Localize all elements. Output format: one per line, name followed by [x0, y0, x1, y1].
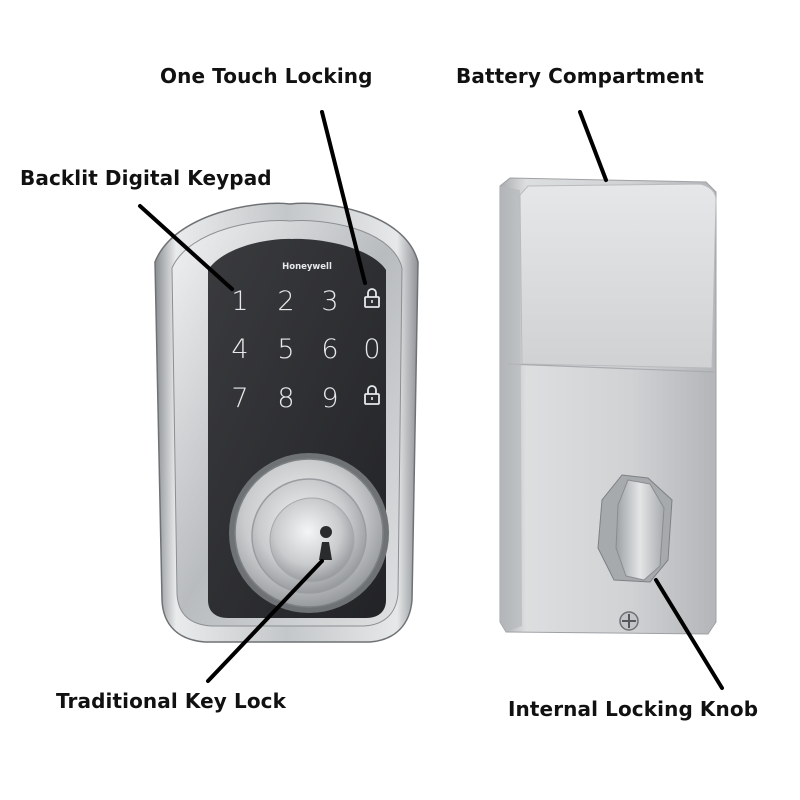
- leader-backlit: [138, 204, 234, 291]
- internal-locking-knob[interactable]: [597, 474, 673, 583]
- left-edge-shade: [500, 186, 522, 632]
- battery-compartment-cover[interactable]: [519, 183, 717, 369]
- lock-icon[interactable]: [364, 385, 380, 405]
- leader-knob: [654, 578, 724, 690]
- cover-seam: [507, 363, 715, 373]
- callout-traditional-key-lock: Traditional Key Lock: [56, 689, 287, 713]
- callout-battery-compartment: Battery Compartment: [456, 64, 704, 88]
- callout-internal-locking-knob: Internal Locking Knob: [508, 697, 759, 721]
- leader-one-touch: [320, 110, 367, 285]
- keypad-key-3[interactable]: 3: [321, 286, 338, 317]
- callout-backlit-digital-keypad: Backlit Digital Keypad: [20, 166, 272, 190]
- lock-icon[interactable]: [364, 288, 380, 308]
- keypad-key-9[interactable]: 9: [321, 383, 338, 414]
- keypad-key-0[interactable]: 0: [363, 334, 380, 365]
- leader-key: [206, 559, 324, 683]
- brand-logo: Honeywell: [282, 262, 332, 272]
- keypad-key-2[interactable]: 2: [277, 286, 294, 317]
- keypad-key-1[interactable]: 1: [231, 286, 248, 317]
- keypad-key-4[interactable]: 4: [231, 334, 248, 365]
- callout-one-touch-locking: One Touch Locking: [160, 64, 373, 88]
- leader-battery: [578, 110, 608, 182]
- cylinder-face: [269, 497, 355, 583]
- interior-unit: [499, 177, 717, 635]
- keypad-key-6[interactable]: 6: [321, 334, 338, 365]
- leader-lines: [138, 110, 724, 690]
- keyhole[interactable]: [319, 526, 333, 560]
- keypad-key-5[interactable]: 5: [277, 334, 294, 365]
- knob-grip: [615, 479, 665, 581]
- keypad-key-8[interactable]: 8: [277, 383, 294, 414]
- keypad-key-7[interactable]: 7: [231, 383, 248, 414]
